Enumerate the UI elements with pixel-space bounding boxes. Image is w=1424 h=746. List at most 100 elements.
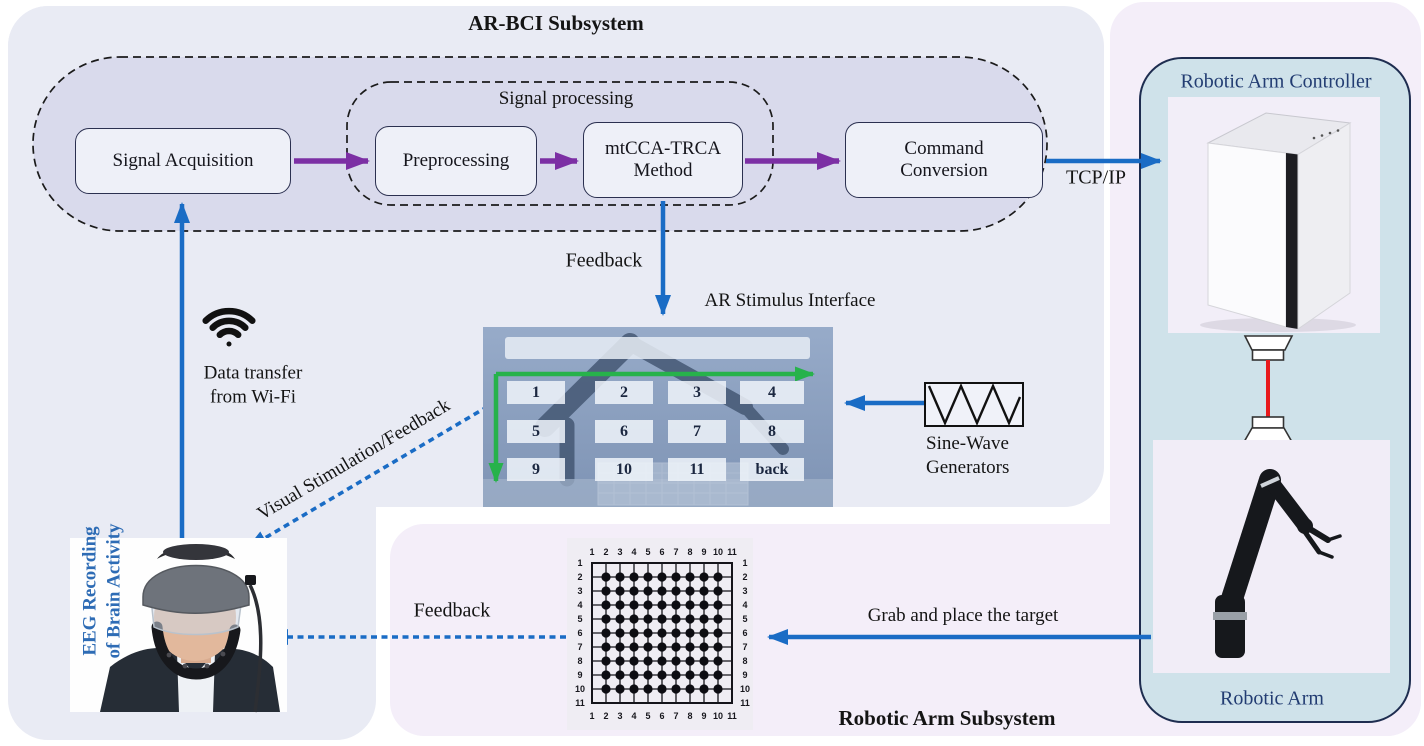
board-dot bbox=[671, 684, 681, 694]
arm-base bbox=[1215, 595, 1245, 658]
board-dot bbox=[601, 642, 611, 652]
headset-knob bbox=[245, 575, 256, 585]
board-col-label-bottom: 5 bbox=[645, 711, 650, 721]
board-dot bbox=[601, 572, 611, 582]
board-dot bbox=[615, 572, 625, 582]
preprocessing-box: Preprocessing bbox=[375, 126, 537, 196]
board-row-label-left: 2 bbox=[577, 572, 582, 582]
board-dot bbox=[601, 670, 611, 680]
controller-pc-image bbox=[1168, 97, 1380, 333]
board-dot bbox=[685, 572, 695, 582]
board-col-label-bottom: 10 bbox=[713, 711, 723, 721]
board-dot bbox=[657, 684, 667, 694]
sine-wave-line1: Sine-Wave bbox=[926, 433, 1009, 454]
board-dot bbox=[615, 642, 625, 652]
board-row-label-right: 10 bbox=[740, 684, 750, 694]
board-col-label-top: 7 bbox=[673, 547, 678, 557]
board-row-label-left: 10 bbox=[575, 684, 585, 694]
chin-strap bbox=[151, 621, 241, 680]
mtcca-trca-box: mtCCA-TRCA Method bbox=[583, 122, 743, 198]
command-conversion-line1: Command bbox=[904, 137, 984, 159]
board-dot bbox=[629, 642, 639, 652]
board-dot bbox=[601, 600, 611, 610]
board-dot bbox=[685, 614, 695, 624]
board-dot bbox=[685, 586, 695, 596]
board-dot bbox=[671, 600, 681, 610]
board-dot bbox=[601, 656, 611, 666]
ar-cell-11: 11 bbox=[668, 458, 726, 481]
board-dot bbox=[657, 670, 667, 680]
board-row-label-left: 5 bbox=[577, 614, 582, 624]
board-dot bbox=[643, 572, 653, 582]
board-col-label-top: 11 bbox=[727, 547, 737, 557]
board-dot bbox=[657, 628, 667, 638]
ar-bci-subsystem-title: AR-BCI Subsystem bbox=[468, 10, 644, 35]
signal-acquisition-box: Signal Acquisition bbox=[75, 128, 291, 194]
board-row-label-right: 6 bbox=[742, 628, 747, 638]
board-dot bbox=[643, 642, 653, 652]
board-dot bbox=[643, 656, 653, 666]
board-row-label-right: 11 bbox=[740, 698, 750, 708]
signal-processing-group bbox=[346, 81, 774, 206]
mtcca-trca-line2: Method bbox=[633, 160, 693, 181]
board-border bbox=[591, 562, 733, 704]
signal-acquisition-label: Signal Acquisition bbox=[112, 149, 254, 171]
board-dot bbox=[615, 614, 625, 624]
board-row-label-left: 9 bbox=[577, 670, 582, 680]
board-dot bbox=[643, 670, 653, 680]
ar-cell-9: 9 bbox=[507, 458, 565, 481]
board-dot bbox=[615, 656, 625, 666]
board-col-label-top: 6 bbox=[659, 547, 664, 557]
eeg-recording-line2: of Brain Activity bbox=[103, 523, 124, 659]
board-dot bbox=[713, 656, 723, 666]
board-dot bbox=[713, 684, 723, 694]
ar-cell-6: 6 bbox=[595, 420, 653, 443]
board-dot bbox=[657, 586, 667, 596]
board-dot bbox=[643, 684, 653, 694]
board-dot bbox=[685, 656, 695, 666]
board-dot bbox=[699, 586, 709, 596]
board-dot bbox=[685, 642, 695, 652]
board-col-label-bottom: 11 bbox=[727, 711, 737, 721]
tcp-ip-label: TCP/IP bbox=[1065, 166, 1127, 189]
board-dot bbox=[601, 628, 611, 638]
robotic-arm-image bbox=[1153, 440, 1390, 673]
sine-wave-generators-label: Sine-Wave Generators bbox=[926, 433, 1009, 503]
board-dot bbox=[699, 656, 709, 666]
board-col-label-bottom: 6 bbox=[659, 711, 664, 721]
feedback-bottom-label: Feedback bbox=[413, 599, 491, 622]
user-with-headset-photo bbox=[65, 535, 290, 715]
board-dot bbox=[615, 586, 625, 596]
board-row-label-right: 3 bbox=[742, 586, 747, 596]
board-dot bbox=[657, 642, 667, 652]
board-dot bbox=[629, 572, 639, 582]
board-col-label-top: 2 bbox=[603, 547, 608, 557]
arm-wrist bbox=[1297, 518, 1313, 534]
board-dot bbox=[601, 614, 611, 624]
board-row-label-left: 11 bbox=[575, 698, 585, 708]
board-col-label-bottom: 2 bbox=[603, 711, 608, 721]
feedback-top-label: Feedback bbox=[565, 249, 643, 272]
board-dot bbox=[643, 628, 653, 638]
arm-links bbox=[1219, 469, 1342, 616]
board-dot bbox=[713, 642, 723, 652]
eeg-recording-label: EEG Recording of Brain Activity bbox=[78, 523, 126, 658]
board-dot bbox=[671, 656, 681, 666]
board-dot bbox=[629, 684, 639, 694]
board-dot bbox=[615, 684, 625, 694]
board-dot bbox=[657, 614, 667, 624]
board-row-label-right: 9 bbox=[742, 670, 747, 680]
board-dot bbox=[629, 670, 639, 680]
board-dot bbox=[671, 586, 681, 596]
board-dot bbox=[643, 586, 653, 596]
board-row-label-left: 4 bbox=[577, 600, 582, 610]
board-row-label-left: 7 bbox=[577, 642, 582, 652]
board-dot bbox=[671, 628, 681, 638]
ar-cell-4: 4 bbox=[740, 381, 804, 404]
board-dot bbox=[713, 586, 723, 596]
board-row-label-left: 8 bbox=[577, 656, 582, 666]
arm-elbow-ring bbox=[1260, 476, 1280, 488]
grab-and-place-label: Grab and place the target bbox=[867, 605, 1059, 627]
